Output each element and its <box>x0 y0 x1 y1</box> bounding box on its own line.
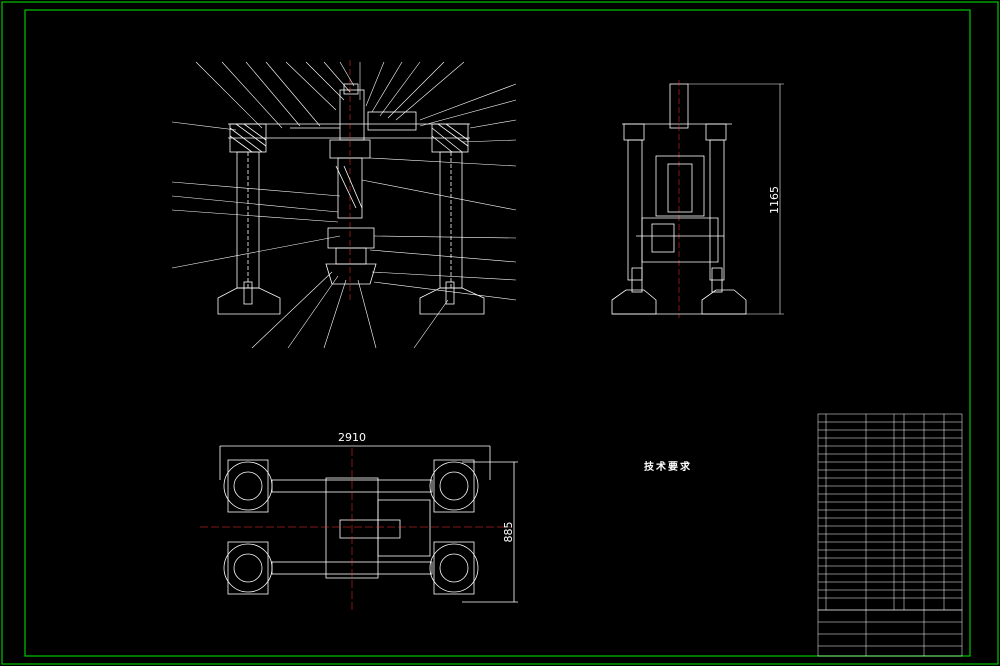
dimension-side-height: 1165 <box>768 186 781 214</box>
front-view <box>217 60 485 315</box>
dimension-1165 <box>688 83 784 315</box>
dimension-top-width: 2910 <box>338 431 366 444</box>
technical-requirements-title: 技术要求 <box>644 462 692 473</box>
dimension-top-depth: 885 <box>502 522 515 543</box>
bom-table <box>817 413 963 611</box>
side-view <box>611 80 747 318</box>
front-view-leaders <box>171 61 517 349</box>
top-view <box>200 445 518 610</box>
technical-requirements: 技术要求 <box>618 458 798 477</box>
inner-border <box>24 9 971 657</box>
title-block <box>817 609 963 657</box>
